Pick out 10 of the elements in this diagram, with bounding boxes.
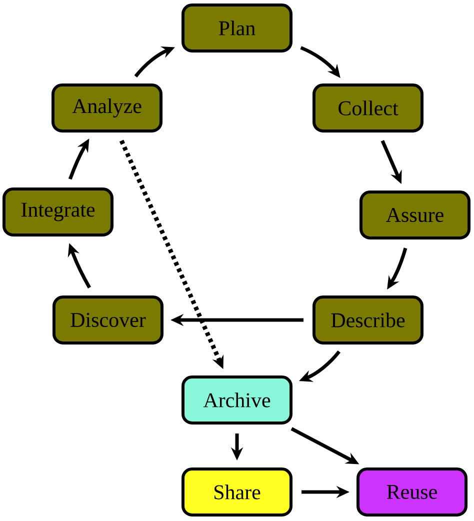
process-box: Reuse (356, 468, 468, 516)
process-box: Assure (360, 190, 470, 240)
process-box: Share (182, 468, 292, 516)
process-box: Collect (312, 84, 424, 132)
process-box: Discover (52, 296, 164, 344)
process-box: Integrate (2, 188, 114, 236)
process-box: Plan (182, 4, 292, 52)
process-box: Describe (312, 296, 424, 344)
process-box: Analyze (52, 84, 162, 132)
process-box: Archive (182, 376, 292, 424)
